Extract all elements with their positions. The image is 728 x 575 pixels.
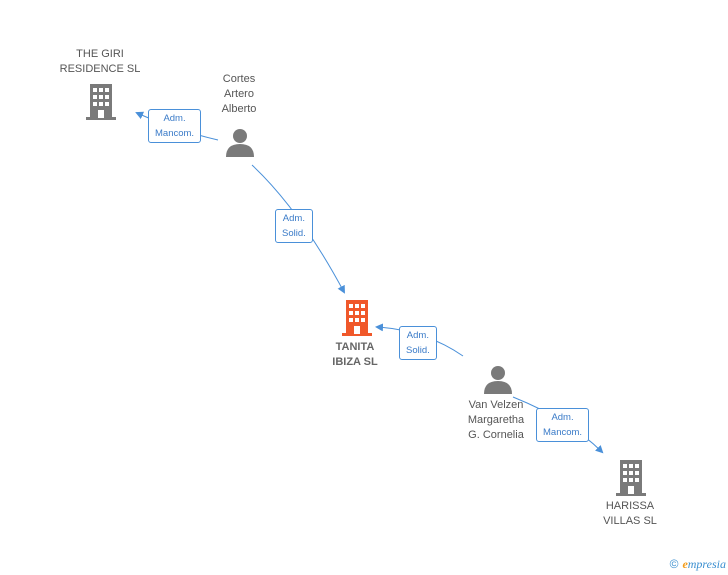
node-line: VILLAS SL: [603, 515, 657, 527]
node-line: THE GIRI: [76, 48, 124, 60]
edge-line: Adm.: [406, 330, 429, 341]
copyright-icon: ©: [669, 557, 679, 571]
edge-label-cortes-tanita[interactable]: Adm. Solid.: [275, 209, 313, 243]
node-line: HARISSA: [605, 500, 655, 512]
edge-line: Adm.: [163, 113, 186, 124]
building-icon[interactable]: [614, 460, 648, 496]
edge-line: Adm.: [282, 213, 305, 224]
person-icon[interactable]: [483, 364, 513, 394]
node-line: Cortes: [222, 73, 256, 85]
node-line: RESIDENCE SL: [59, 63, 141, 75]
node-line: Margaretha: [467, 414, 525, 426]
node-line: TANITA: [335, 341, 375, 353]
edge-line: Mancom.: [543, 427, 583, 438]
building-icon[interactable]: [84, 84, 118, 120]
node-van-velzen-label[interactable]: Van Velzen Margaretha G. Cornelia: [468, 398, 524, 443]
node-line: Artero: [224, 88, 254, 100]
edge-label-vanvelzen-harissa[interactable]: Adm. Mancom.: [536, 408, 590, 442]
person-icon[interactable]: [225, 127, 255, 157]
building-main-icon[interactable]: [340, 300, 374, 336]
node-line: Alberto: [221, 103, 257, 115]
edge-line: Solid.: [282, 228, 306, 239]
node-line: G. Cornelia: [468, 429, 524, 441]
node-the-giri-label[interactable]: THE GIRI RESIDENCE SL: [60, 47, 141, 77]
node-line: Van Velzen: [468, 399, 524, 411]
node-harissa-label[interactable]: HARISSA VILLAS SL: [603, 499, 657, 529]
edge-line: Adm.: [551, 412, 574, 423]
node-tanita-label[interactable]: TANITA IBIZA SL: [332, 340, 377, 370]
edge-label-cortes-giri[interactable]: Adm. Mancom.: [148, 109, 202, 143]
edge-label-vanvelzen-tanita[interactable]: Adm. Solid.: [399, 326, 437, 360]
brand-logo-text: mpresia: [687, 557, 726, 571]
brand-logo-e: e: [682, 557, 688, 571]
node-line: IBIZA SL: [332, 356, 378, 368]
edge-line: Mancom.: [155, 128, 195, 139]
brand-footer[interactable]: ©empresia: [670, 557, 726, 572]
node-cortes-label[interactable]: Cortes Artero Alberto: [222, 72, 257, 117]
edge-line: Solid.: [406, 345, 430, 356]
